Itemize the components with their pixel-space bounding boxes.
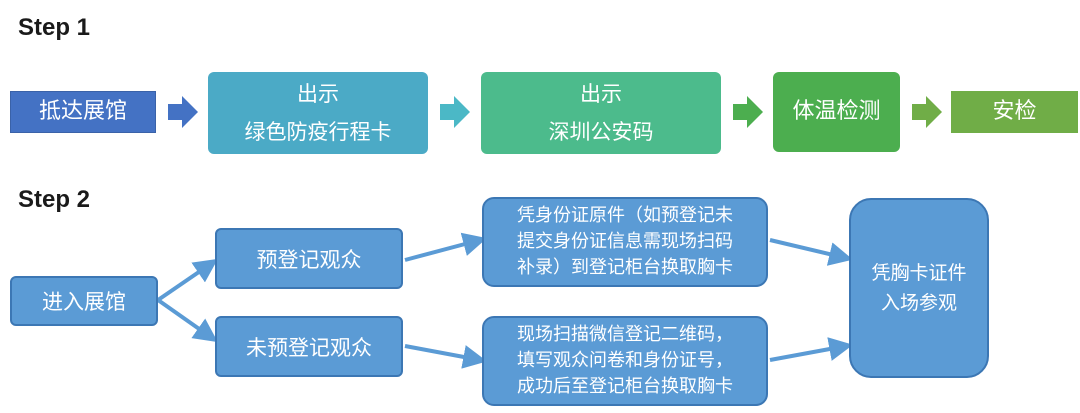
node-green-health-card: 出示 绿色防疫行程卡	[208, 72, 428, 154]
node-shenzhen-police-code: 出示 深圳公安码	[481, 72, 721, 154]
instruction-line: 补录）到登记柜台换取胸卡	[517, 257, 733, 278]
connector-enter-to-pre	[156, 258, 218, 302]
node-arrive-hall: 抵达展馆	[10, 91, 156, 133]
node-enter-with-badge: 凭胸卡证件 入场参观	[849, 198, 989, 378]
node-label: 抵达展馆	[38, 99, 127, 124]
node-label: 进入展馆	[42, 290, 126, 314]
connector-pre-to-steps	[404, 232, 487, 262]
instruction-line: 提交身份证信息需现场扫码	[517, 231, 733, 252]
node-security-check: 安检	[951, 91, 1078, 133]
node-non-preregistered-instructions: 现场扫描微信登记二维码， 填写观众问卷和身份证号， 成功后至登记柜台换取胸卡	[482, 316, 768, 406]
node-temperature-check: 体温检测	[773, 72, 900, 152]
connector-enter-to-nonpre	[156, 298, 218, 343]
node-label-line2: 绿色防疫行程卡	[244, 120, 392, 144]
step2-title: Step 2	[18, 186, 91, 213]
instruction-line: 现场扫描微信登记二维码，	[517, 324, 733, 345]
arrow-right-icon	[733, 96, 763, 128]
node-label-line1: 出示	[297, 82, 339, 106]
node-enter-hall: 进入展馆	[10, 276, 158, 326]
node-label: 预登记观众	[256, 247, 362, 272]
connector-nonpresteps-to-final	[769, 337, 854, 362]
arrow-right-icon	[912, 96, 942, 128]
node-non-preregistered-visitor: 未预登记观众	[215, 316, 403, 377]
node-label-line2: 入场参观	[880, 292, 957, 314]
node-label: 未预登记观众	[246, 335, 372, 360]
instruction-line: 凭身份证原件（如预登记未	[517, 205, 733, 226]
node-preregistered-instructions: 凭身份证原件（如预登记未 提交身份证信息需现场扫码 补录）到登记柜台换取胸卡	[482, 197, 768, 287]
instruction-line: 成功后至登记柜台换取胸卡	[517, 376, 733, 397]
node-label-line1: 出示	[580, 82, 622, 106]
node-label-line2: 深圳公安码	[548, 120, 654, 144]
node-label-line1: 凭胸卡证件	[871, 262, 967, 284]
connector-nonpre-to-steps	[404, 344, 488, 369]
node-label: 安检	[992, 99, 1037, 124]
arrow-right-icon	[168, 96, 198, 128]
step1-title: Step 1	[18, 14, 91, 41]
node-preregistered-visitor: 预登记观众	[215, 228, 403, 289]
arrow-right-icon	[440, 96, 470, 128]
connector-presteps-to-final	[769, 238, 854, 266]
node-label: 体温检测	[792, 99, 881, 124]
instruction-line: 填写观众问卷和身份证号，	[517, 350, 733, 371]
